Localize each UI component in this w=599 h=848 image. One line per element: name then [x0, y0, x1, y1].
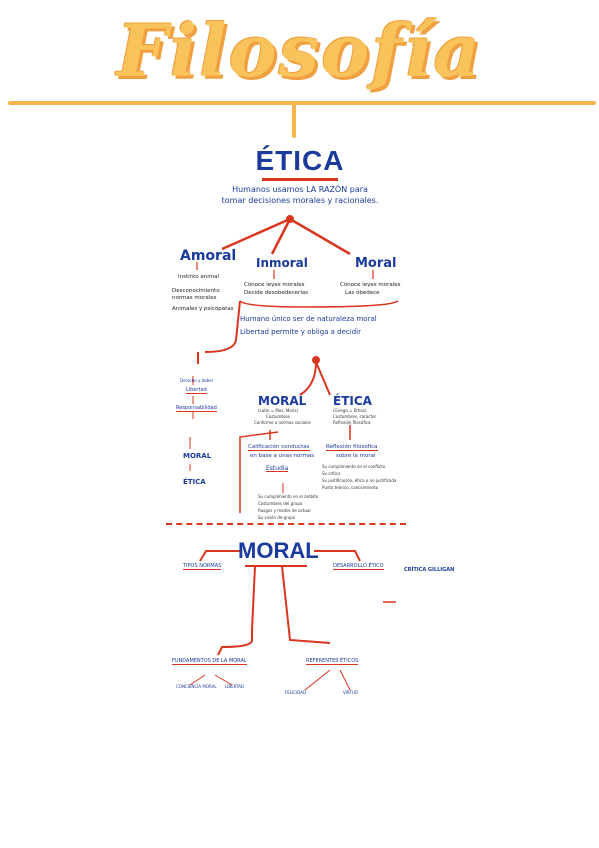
mid-moral-sub2: Costumbres: [266, 414, 290, 419]
libertad-label: LIBERTAD: [225, 684, 245, 689]
fundamentos-label: FUNDAMENTOS DE LA MORAL: [172, 658, 247, 665]
mid-moral-sub3: Conforme a normas sociales: [254, 420, 311, 425]
virtud-label: VIRTUD: [343, 690, 358, 695]
critica-gilligan-label: CRÍTICA GILLIGAN: [404, 567, 455, 573]
estudia-label: Estudia: [266, 465, 289, 472]
referentes-label: REFERENTES ÉTICOS: [306, 658, 359, 665]
mid-etica-sub1: (Griego = Ethos): [333, 408, 367, 413]
left-item-derecho: Derecho y deber: [180, 378, 214, 383]
title-divider: [8, 101, 596, 105]
mid-moral-sub1: (Latín = Mos, Moris): [258, 408, 299, 413]
moral-heading: MORAL: [238, 538, 319, 563]
banner-line1: Humano único ser de naturaleza moral: [240, 315, 377, 323]
banner-line2: Libertad permite y obliga a decidir: [240, 328, 361, 336]
left-etica: ÉTICA: [183, 478, 206, 486]
etica-branch-title2: sobre la moral: [336, 453, 376, 459]
title-connector: [292, 104, 296, 138]
amoral-line4: Animales y psicópatas: [172, 306, 234, 312]
felicidad-label: FELICIDAD: [285, 690, 307, 695]
moral-heading-underline: [245, 565, 307, 567]
etica-branch-title1: Reflexión filosófica: [326, 444, 378, 451]
left-item-responsabilidad: Responsabilidad: [176, 405, 217, 412]
moral-list-3: Su visión de grupo: [258, 515, 296, 520]
moral-list-1: Costumbres del grupo: [258, 501, 303, 506]
mid-etica-sub3: Reflexión filosófica: [333, 420, 371, 425]
moral-branch-title2: en base a unas normas: [250, 453, 315, 459]
moral-list-2: Rasgos y modos de actuar: [258, 508, 312, 513]
etica-list-2: Su justificación, ética o no justificada: [322, 478, 397, 483]
etica-heading-underline: [262, 178, 338, 181]
mid-moral-label: MORAL: [258, 394, 307, 408]
left-item-libertad: Libertad: [186, 387, 207, 394]
desarrollo-etico-label: DESARROLLO ÉTICO: [333, 563, 384, 570]
amoral-line3: normas morales: [172, 295, 217, 301]
left-moral: MORAL: [183, 452, 212, 460]
amoral-label: Amoral: [180, 248, 237, 264]
moral-branch-title1: Calificación conductas: [248, 444, 310, 451]
inmoral-line1: Conoce leyes morales: [244, 282, 305, 288]
moral-line2: Las obedece: [345, 290, 380, 296]
etica-list-1: Su crítica: [322, 471, 341, 476]
mid-etica-label: ÉTICA: [333, 394, 372, 408]
moral-list-0: Su cumplimiento en el ámbito: [258, 494, 319, 499]
section-divider: [166, 523, 406, 525]
moral-line1: Conoce leyes morales: [340, 282, 401, 288]
moral-label: Moral: [355, 256, 397, 271]
amoral-line1: Instinto animal: [178, 274, 220, 280]
conciencia-label: CONCIENCIA MORAL: [176, 684, 217, 689]
etica-list-3: Punto teórico, conocimiento: [322, 485, 379, 490]
etica-heading: ÉTICA: [255, 145, 345, 176]
etica-list-0: Su cumplimiento en el conflicto: [322, 464, 386, 469]
mid-etica-sub2: Costumbres, carácter: [333, 414, 377, 419]
tipos-normas-label: TIPOS NORMAS: [183, 563, 222, 570]
etica-intro-line1: Humanos usamos LA RAZÓN para: [232, 185, 368, 194]
inmoral-line2: Decide desobedecerlas: [244, 290, 309, 296]
etica-intro-line2: tomar decisiones morales y racionales.: [221, 196, 379, 205]
page-title: Filosofía: [116, 8, 483, 93]
inmoral-label: Inmoral: [256, 256, 308, 270]
amoral-line2: Desconocimiento: [172, 288, 220, 294]
